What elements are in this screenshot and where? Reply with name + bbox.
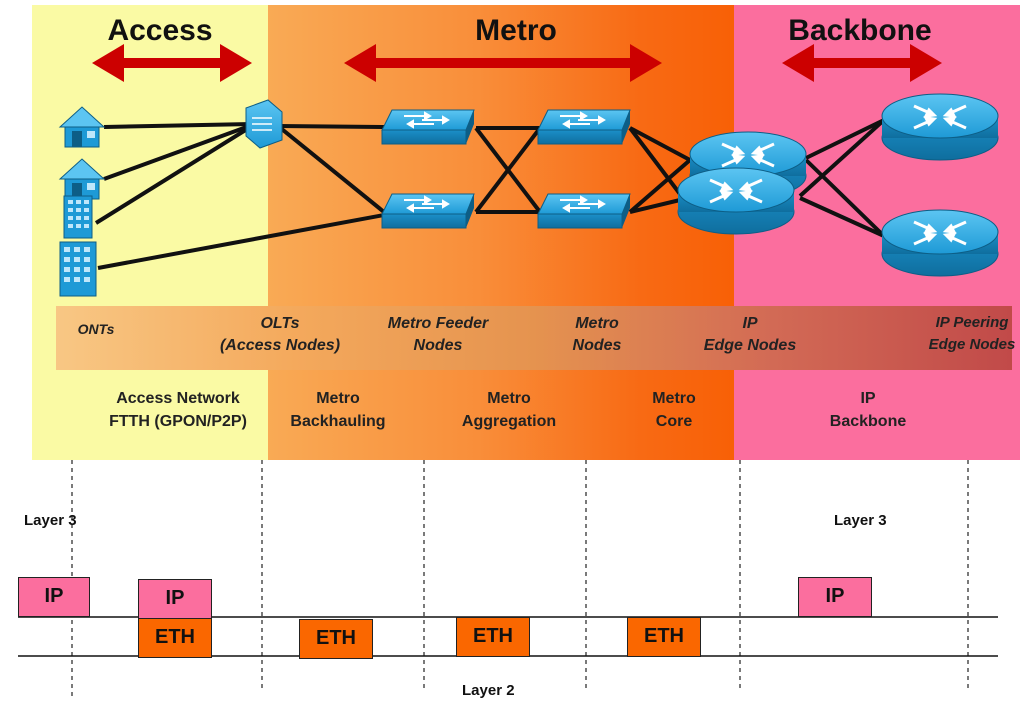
router-icon	[880, 208, 1000, 278]
olts-label-line1: OLTs	[260, 315, 300, 332]
ip-edge-label-line1: IP	[742, 315, 758, 332]
ip-box: IP	[18, 577, 90, 617]
building-icon	[59, 241, 97, 297]
layer3-right-label: Layer 3	[834, 512, 887, 529]
olt-icon	[245, 99, 283, 149]
backbone-title: Backbone	[788, 14, 932, 47]
segment-backbone: IP Backbone	[830, 387, 906, 433]
metro-arrow	[344, 44, 662, 82]
peering-label: IP Peering Edge Nodes	[929, 312, 1016, 356]
peering-label-line1: IP Peering	[935, 314, 1009, 331]
layer3-left-label: Layer 3	[24, 512, 77, 529]
metro-title: Metro	[475, 14, 557, 47]
eth-box: ETH	[627, 617, 701, 657]
olts-label: OLTs (Access Nodes)	[220, 313, 340, 357]
metro-nodes-label-line1: Metro	[575, 315, 619, 332]
access-title: Access	[107, 14, 213, 47]
feeder-label-line1: Metro Feeder	[387, 315, 489, 332]
peering-label-line2: Edge Nodes	[928, 336, 1016, 353]
metro-nodes-label: Metro Nodes	[573, 313, 622, 357]
metro-zone	[268, 5, 734, 460]
house-icon	[59, 106, 105, 148]
ip-box: IP	[798, 577, 872, 617]
segment-aggregation: Metro Aggregation	[462, 387, 556, 433]
network-links	[94, 118, 886, 270]
ip-edge-label-line2: Edge Nodes	[703, 337, 797, 354]
onts-label: ONTs	[77, 321, 115, 337]
segment-backhauling-line2: Backhauling	[290, 413, 386, 430]
metro-nodes-label-line2: Nodes	[572, 337, 622, 354]
segment-aggregation-line2: Aggregation	[461, 413, 557, 430]
router-icon	[676, 166, 796, 236]
segment-core-line2: Core	[655, 413, 693, 430]
switch-icon	[381, 193, 475, 229]
access-arrow	[92, 44, 252, 82]
eth-box: ETH	[456, 617, 530, 657]
house-icon	[59, 158, 105, 200]
segment-core: Metro Core	[652, 387, 696, 433]
olts-label-line2: (Access Nodes)	[219, 337, 341, 354]
ip-box: IP	[138, 579, 212, 619]
segment-aggregation-line1: Metro	[487, 390, 531, 407]
segment-access: Access Network FTTH (GPON/P2P)	[109, 387, 247, 433]
switch-icon	[537, 109, 631, 145]
segment-backbone-line2: Backbone	[829, 413, 907, 430]
eth-box: ETH	[299, 619, 373, 659]
segment-backhauling: Metro Backhauling	[290, 387, 385, 433]
feeder-label: Metro Feeder Nodes	[388, 313, 488, 357]
ip-edge-label: IP Edge Nodes	[704, 313, 796, 357]
router-icon	[880, 92, 1000, 162]
eth-box: ETH	[138, 618, 212, 658]
switch-icon	[537, 193, 631, 229]
feeder-label-line2: Nodes	[413, 337, 463, 354]
segment-access-line1: Access Network	[116, 390, 240, 407]
node-label-band	[56, 306, 1012, 370]
segment-access-line2: FTTH (GPON/P2P)	[109, 413, 247, 430]
layer2-label: Layer 2	[462, 682, 515, 699]
segment-core-line1: Metro	[652, 390, 696, 407]
building-icon	[63, 195, 93, 239]
segment-backbone-line1: IP	[860, 390, 876, 407]
backbone-arrow	[782, 44, 942, 82]
switch-icon	[381, 109, 475, 145]
segment-backhauling-line1: Metro	[316, 390, 360, 407]
